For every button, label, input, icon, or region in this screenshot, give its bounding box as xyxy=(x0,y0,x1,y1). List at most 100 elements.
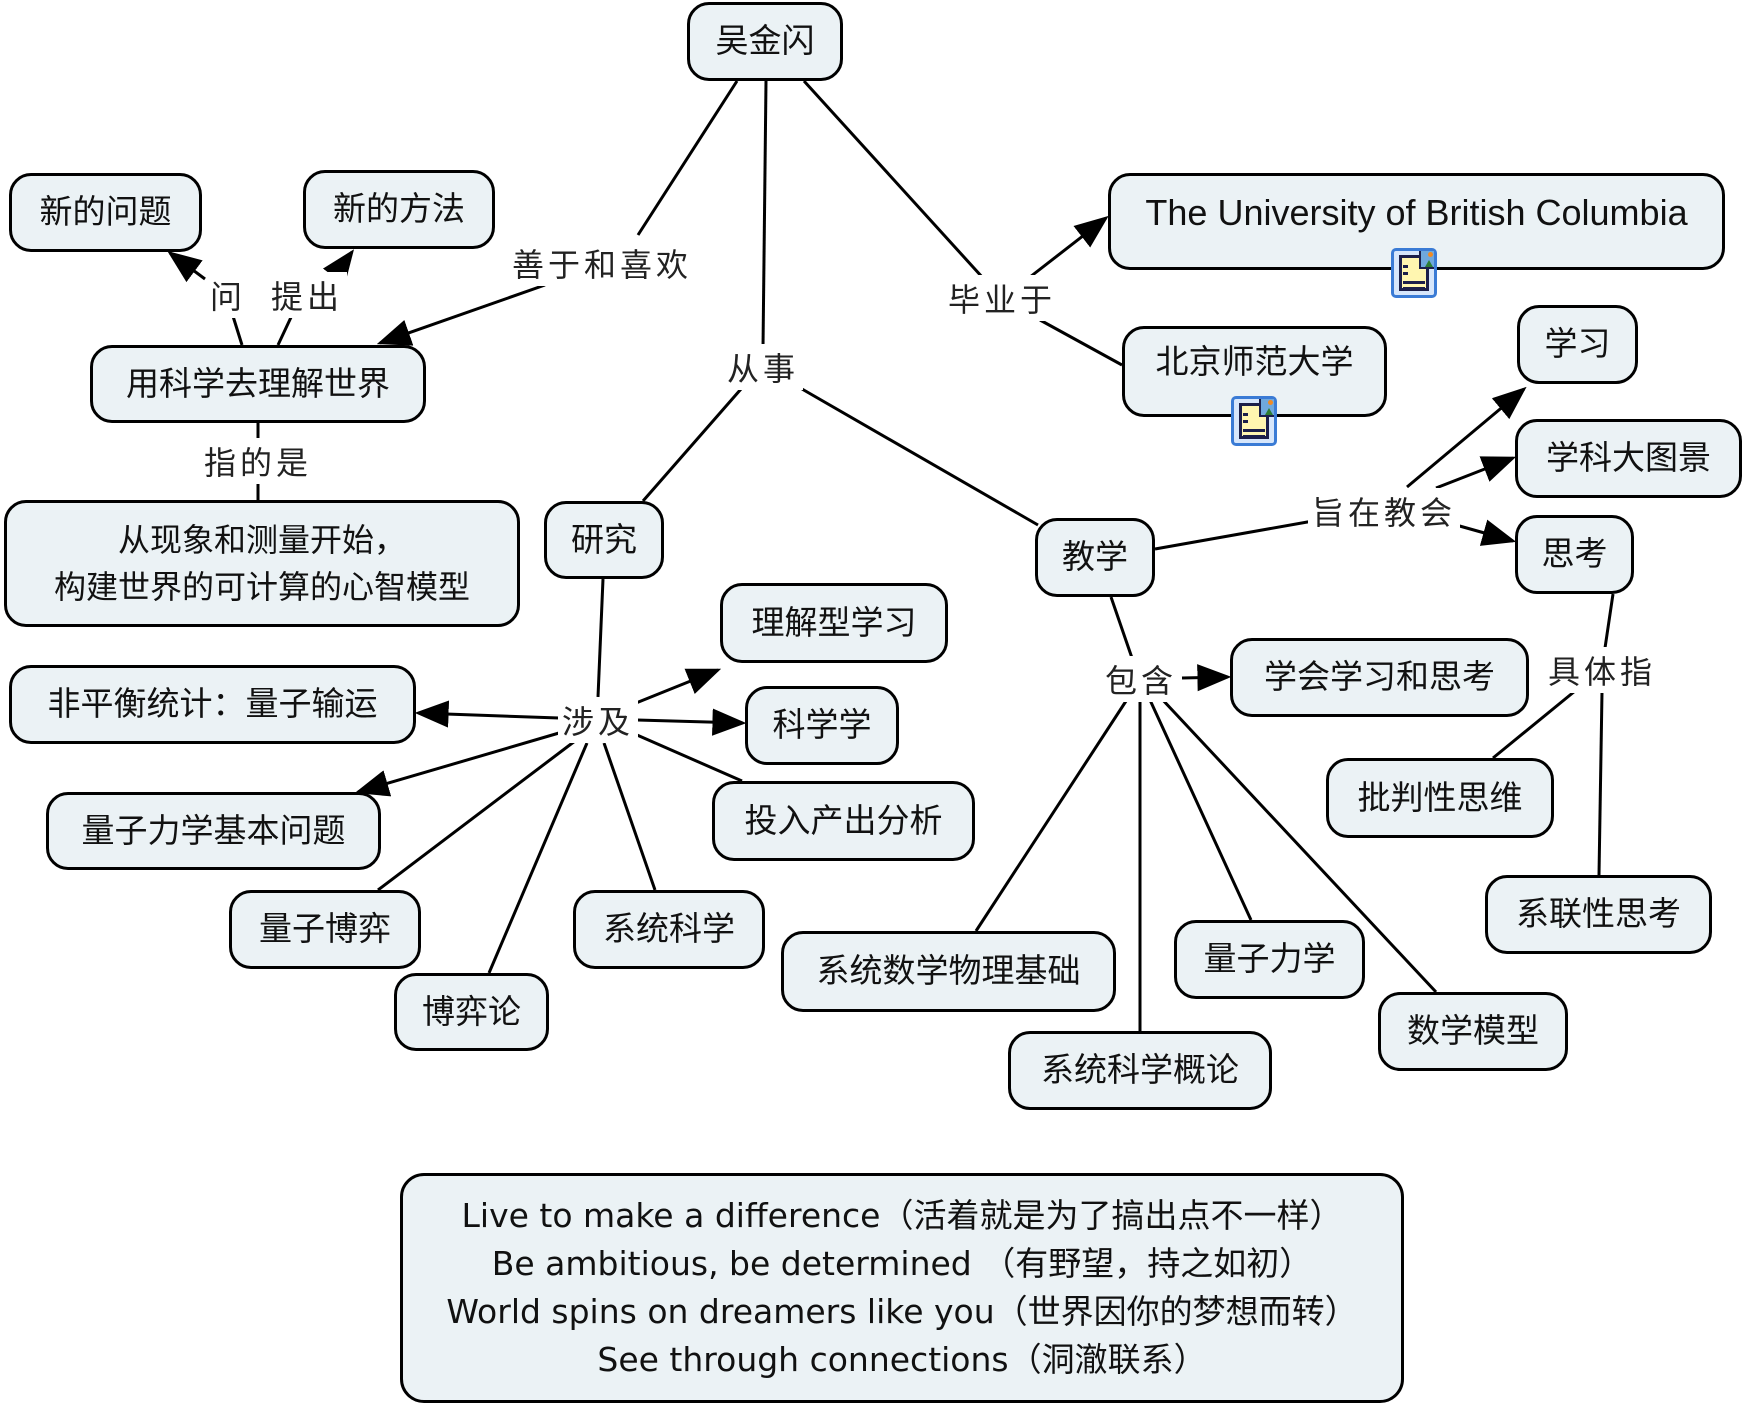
node-new-questions[interactable]: 新的问题 xyxy=(9,173,202,252)
node-learn-to-learn-label: 学会学习和思考 xyxy=(1264,657,1495,697)
link-teaching-aims xyxy=(1154,519,1314,551)
node-quantum-foundations[interactable]: 量子力学基本问题 xyxy=(46,792,381,870)
quote-line-1: Live to make a difference（活着就是为了搞出点不一样） xyxy=(461,1196,1343,1236)
link-thinking-specifically xyxy=(1603,593,1615,649)
link-aims-bigpicture xyxy=(1435,456,1517,490)
node-quantum-mechanics-label: 量子力学 xyxy=(1203,939,1336,979)
node-nonequilibrium-label: 非平衡统计：量子输运 xyxy=(47,684,378,724)
node-new-questions-label: 新的问题 xyxy=(39,192,172,232)
link-involves-noneq xyxy=(414,700,560,728)
link-includes-models xyxy=(1158,695,1438,994)
node-quantum-games[interactable]: 量子博弈 xyxy=(229,890,421,969)
node-science-of-science-label: 科学学 xyxy=(772,705,872,745)
link-aims-learning xyxy=(1406,386,1527,489)
node-game-theory-label: 博弈论 xyxy=(422,991,521,1031)
node-quantum-games-label: 量子博弈 xyxy=(259,909,391,949)
node-connective-thinking-label: 系联性思考 xyxy=(1516,894,1681,934)
link-ask-question xyxy=(167,250,206,283)
node-understand-world[interactable]: 用科学去理解世界 xyxy=(90,345,426,423)
node-math-physics[interactable]: 系统数学物理基础 xyxy=(781,931,1116,1012)
node-systems-science[interactable]: 系统科学 xyxy=(573,890,765,969)
link-label-ask[interactable]: 问 xyxy=(205,272,251,318)
link-label-refers-to[interactable]: 指的是 xyxy=(199,438,317,484)
link-research-involves xyxy=(596,578,605,698)
node-understand-world-label: 用科学去理解世界 xyxy=(126,363,390,403)
node-bnu-label: 北京师范大学 xyxy=(1155,342,1354,381)
link-involves-qfound xyxy=(354,731,560,797)
link-label-aims-to-teach[interactable]: 旨在教会 xyxy=(1307,488,1461,534)
node-learning[interactable]: 学习 xyxy=(1517,305,1638,384)
link-graduated-ubc xyxy=(1029,215,1109,279)
document-image-icon[interactable] xyxy=(1231,396,1277,446)
quote-line-4: See through connections（洞澈联系） xyxy=(597,1339,1207,1379)
node-science-of-science[interactable]: 科学学 xyxy=(745,686,899,765)
link-involves-syssci xyxy=(602,742,657,891)
link-label-graduated[interactable]: 毕业于 xyxy=(943,275,1061,321)
node-mental-model-line2: 构建世界的可计算的心智模型 xyxy=(53,567,470,606)
node-comprehension-learning[interactable]: 理解型学习 xyxy=(720,583,948,663)
link-involves-gametheory xyxy=(487,742,589,974)
node-intro-systems-label: 系统科学概论 xyxy=(1041,1050,1239,1090)
node-intro-systems[interactable]: 系统科学概论 xyxy=(1008,1031,1272,1110)
node-critical-thinking-label: 批判性思维 xyxy=(1357,777,1523,817)
link-label-propose[interactable]: 提出 xyxy=(266,272,348,318)
link-involves-comprehension xyxy=(635,668,722,705)
link-root-engaged xyxy=(761,80,768,349)
node-quantum-foundations-label: 量子力学基本问题 xyxy=(81,810,346,850)
quote-line-3: World spins on dreamers like you（世界因你的梦想… xyxy=(446,1292,1358,1331)
link-label-includes[interactable]: 包含 xyxy=(1100,656,1182,702)
node-learn-to-learn[interactable]: 学会学习和思考 xyxy=(1230,638,1529,717)
link-understand-propose xyxy=(276,312,295,346)
node-root[interactable]: 吴金闪 xyxy=(687,2,843,81)
node-teaching[interactable]: 教学 xyxy=(1035,518,1155,597)
node-new-methods-label: 新的方法 xyxy=(333,189,465,229)
link-involves-io xyxy=(636,733,743,783)
node-game-theory[interactable]: 博弈论 xyxy=(394,973,549,1051)
node-input-output[interactable]: 投入产出分析 xyxy=(712,781,975,861)
link-includes-qm xyxy=(1148,699,1253,921)
node-math-physics-label: 系统数学物理基础 xyxy=(816,951,1081,991)
node-new-methods[interactable]: 新的方法 xyxy=(303,170,495,249)
node-mental-model[interactable]: 从现象和测量开始， 构建世界的可计算的心智模型 xyxy=(4,500,520,627)
quote-line-2: Be ambitious, be determined （有野望，持之如初） xyxy=(491,1244,1313,1284)
node-math-models[interactable]: 数学模型 xyxy=(1378,992,1568,1071)
node-comprehension-learning-label: 理解型学习 xyxy=(751,602,917,642)
node-connective-thinking[interactable]: 系联性思考 xyxy=(1485,875,1712,954)
link-engaged-teaching xyxy=(801,387,1039,527)
link-involves-scisci xyxy=(636,708,747,736)
link-includes-mathphys xyxy=(974,697,1130,932)
node-critical-thinking[interactable]: 批判性思维 xyxy=(1326,758,1554,838)
document-image-icon[interactable] xyxy=(1391,248,1437,298)
node-teaching-label: 教学 xyxy=(1062,537,1128,577)
link-involves-qgames xyxy=(377,739,576,892)
node-big-picture-label: 学科大图景 xyxy=(1546,438,1711,478)
node-systems-science-label: 系统科学 xyxy=(603,909,735,949)
node-learning-label: 学习 xyxy=(1544,324,1611,364)
link-root-goodat xyxy=(636,80,739,236)
node-nonequilibrium[interactable]: 非平衡统计：量子输运 xyxy=(9,665,416,744)
link-specifically-connective xyxy=(1597,691,1604,876)
node-math-models-label: 数学模型 xyxy=(1407,1011,1539,1051)
link-specifically-critical xyxy=(1492,689,1576,760)
node-research-label: 研究 xyxy=(571,519,637,559)
quote-box[interactable]: Live to make a difference（活着就是为了搞出点不一样） … xyxy=(400,1173,1404,1403)
node-thinking-label: 思考 xyxy=(1541,534,1608,574)
link-aims-thinking xyxy=(1455,519,1517,546)
link-label-involves[interactable]: 涉及 xyxy=(557,697,639,743)
node-research[interactable]: 研究 xyxy=(544,501,664,579)
node-thinking[interactable]: 思考 xyxy=(1515,515,1634,594)
node-mental-model-line1: 从现象和测量开始， xyxy=(117,521,406,560)
link-goodat-understand xyxy=(376,283,546,346)
link-root-graduated xyxy=(802,79,985,280)
link-label-engaged-in[interactable]: 从事 xyxy=(722,344,804,390)
node-big-picture[interactable]: 学科大图景 xyxy=(1515,419,1742,498)
link-understand-ask xyxy=(230,312,244,346)
node-ubc-label: The University of British Columbia xyxy=(1145,192,1688,233)
link-engaged-research xyxy=(641,388,743,502)
link-teaching-includes xyxy=(1109,596,1134,659)
node-root-label: 吴金闪 xyxy=(715,21,815,61)
link-label-good-at[interactable]: 善于和喜欢 xyxy=(507,240,697,286)
node-quantum-mechanics[interactable]: 量子力学 xyxy=(1174,920,1365,999)
link-label-specifically[interactable]: 具体指 xyxy=(1543,647,1661,693)
link-includes-learn xyxy=(1181,664,1232,692)
